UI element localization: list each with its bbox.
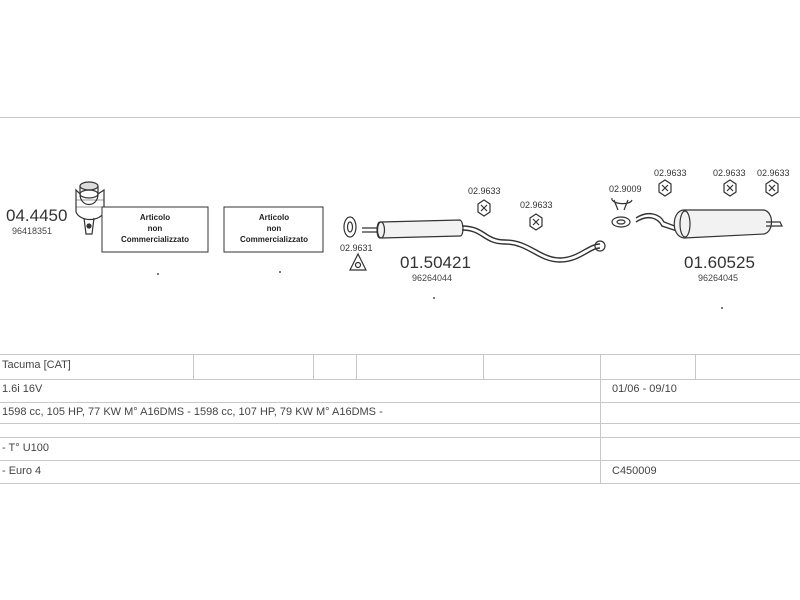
oem-number: 96264044 bbox=[412, 273, 452, 283]
row-line-1 bbox=[0, 379, 800, 380]
engine-name: 1.6i 16V bbox=[2, 383, 43, 395]
top-border bbox=[0, 117, 800, 118]
not-sold-box-line: non bbox=[267, 224, 282, 233]
dot-marker bbox=[721, 307, 723, 309]
emission-class: - Euro 4 bbox=[2, 465, 42, 477]
not-sold-box-line: non bbox=[148, 224, 163, 233]
dot-marker bbox=[433, 297, 435, 299]
vehicle-type: - T° U100 bbox=[2, 442, 49, 454]
col-line-4 bbox=[483, 354, 484, 379]
clamp-code: 02.9631 bbox=[340, 243, 373, 253]
not-sold-box-line: Commercializzato bbox=[240, 235, 308, 244]
rubber-hanger-icon bbox=[529, 213, 543, 231]
table-top-border bbox=[0, 354, 800, 355]
flange-joint-icon bbox=[611, 197, 633, 228]
clamp-code: 02.9633 bbox=[468, 186, 501, 196]
col-line-3 bbox=[356, 354, 357, 379]
clamp-code: 02.9633 bbox=[654, 168, 687, 178]
col-line-6 bbox=[695, 354, 696, 379]
clamp-code: 02.9633 bbox=[713, 168, 746, 178]
oem-number: 96264045 bbox=[698, 273, 738, 283]
exhaust-diagram: 04.4450 96418351 Articolo non Commercial… bbox=[6, 168, 790, 309]
clamp-code: 02.9633 bbox=[757, 168, 790, 178]
row-line-5 bbox=[0, 460, 800, 461]
not-sold-box-line: Articolo bbox=[140, 213, 170, 222]
catalytic-converter-icon bbox=[75, 181, 105, 235]
model-name: Tacuma [CAT] bbox=[2, 359, 71, 371]
row-line-2 bbox=[0, 402, 800, 403]
row-line-3 bbox=[0, 423, 800, 424]
not-sold-box-line: Articolo bbox=[259, 213, 289, 222]
triangle-gasket-icon bbox=[349, 252, 367, 271]
clamp-code: 02.9633 bbox=[520, 200, 553, 210]
part-code: 01.60525 bbox=[684, 253, 755, 272]
rubber-hanger-icon bbox=[765, 179, 779, 197]
middle-silencer-icon bbox=[362, 219, 606, 263]
engine-specs: 1598 cc, 105 HP, 77 KW M° A16DMS - 1598 … bbox=[2, 406, 383, 418]
row-line-4 bbox=[0, 437, 800, 438]
clamp-code: 02.9009 bbox=[609, 184, 642, 194]
rubber-hanger-icon bbox=[723, 179, 737, 197]
part-code: 01.50421 bbox=[400, 253, 471, 272]
flange-gasket-icon bbox=[343, 216, 357, 238]
part-code: 04.4450 bbox=[6, 206, 67, 225]
dot-marker bbox=[279, 271, 281, 273]
rubber-hanger-icon bbox=[658, 179, 672, 197]
dot-marker bbox=[157, 273, 159, 275]
rear-silencer-icon bbox=[635, 209, 783, 239]
production-years: 01/06 - 09/10 bbox=[612, 383, 677, 395]
reference-code: C450009 bbox=[612, 465, 657, 477]
not-sold-box bbox=[101, 206, 209, 253]
col-line-2 bbox=[313, 354, 314, 379]
col-line-5 bbox=[600, 354, 601, 483]
row-line-6 bbox=[0, 483, 800, 484]
not-sold-box-line: Commercializzato bbox=[121, 235, 189, 244]
not-sold-box bbox=[223, 206, 324, 253]
col-line-1 bbox=[193, 354, 194, 379]
rubber-hanger-icon bbox=[477, 199, 491, 217]
oem-number: 96418351 bbox=[12, 226, 52, 236]
